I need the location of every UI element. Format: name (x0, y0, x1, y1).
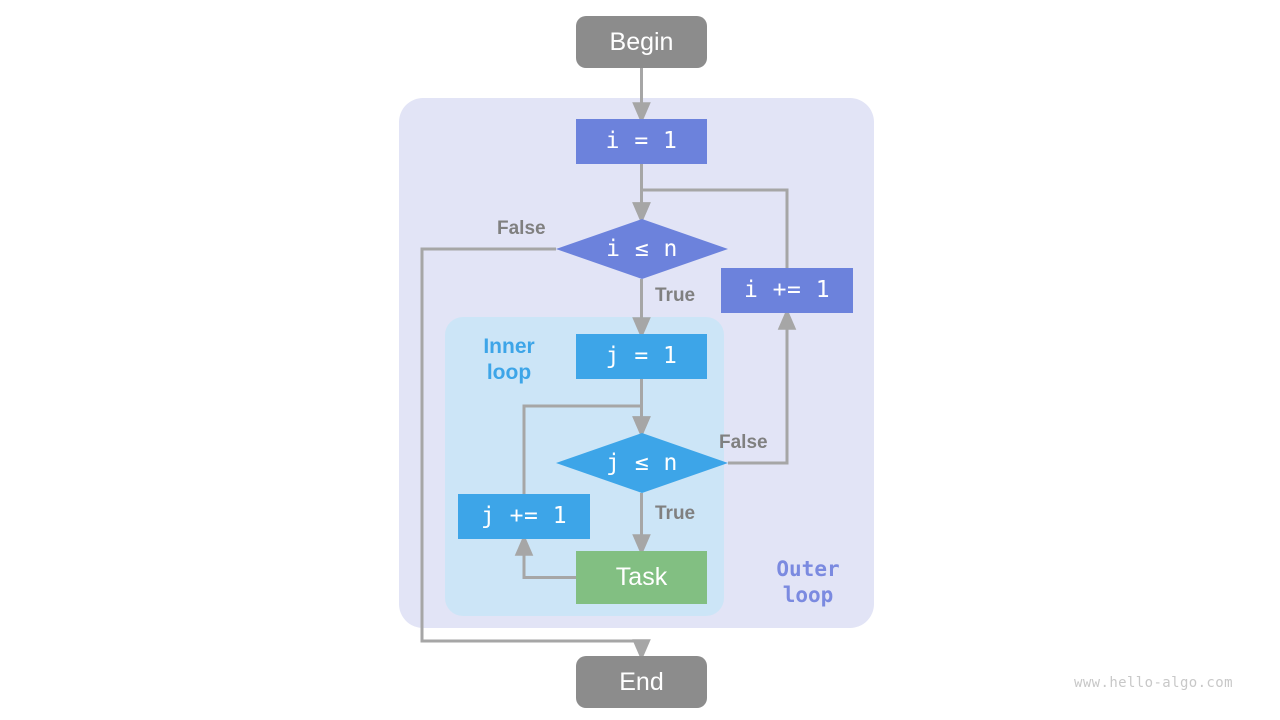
watermark: www.hello-algo.com (1074, 675, 1233, 691)
edge-label-i-false: False (497, 218, 546, 239)
node-i-init[interactable]: i = 1 (576, 119, 707, 164)
edge-label-j-true: True (655, 503, 696, 524)
node-begin[interactable]: Begin (576, 16, 707, 68)
outer-loop-caption: Outer loop (776, 557, 840, 608)
node-j-init[interactable]: j = 1 (576, 334, 707, 379)
edge-label-i-true: True (655, 285, 696, 306)
inner-loop-caption: Inner loop (483, 335, 535, 385)
node-end[interactable]: End (576, 656, 707, 708)
edge-label-j-false: False (719, 432, 768, 453)
node-j-increment[interactable]: j += 1 (458, 494, 590, 539)
node-i-increment[interactable]: i += 1 (721, 268, 853, 313)
node-task[interactable]: Task (576, 551, 707, 604)
